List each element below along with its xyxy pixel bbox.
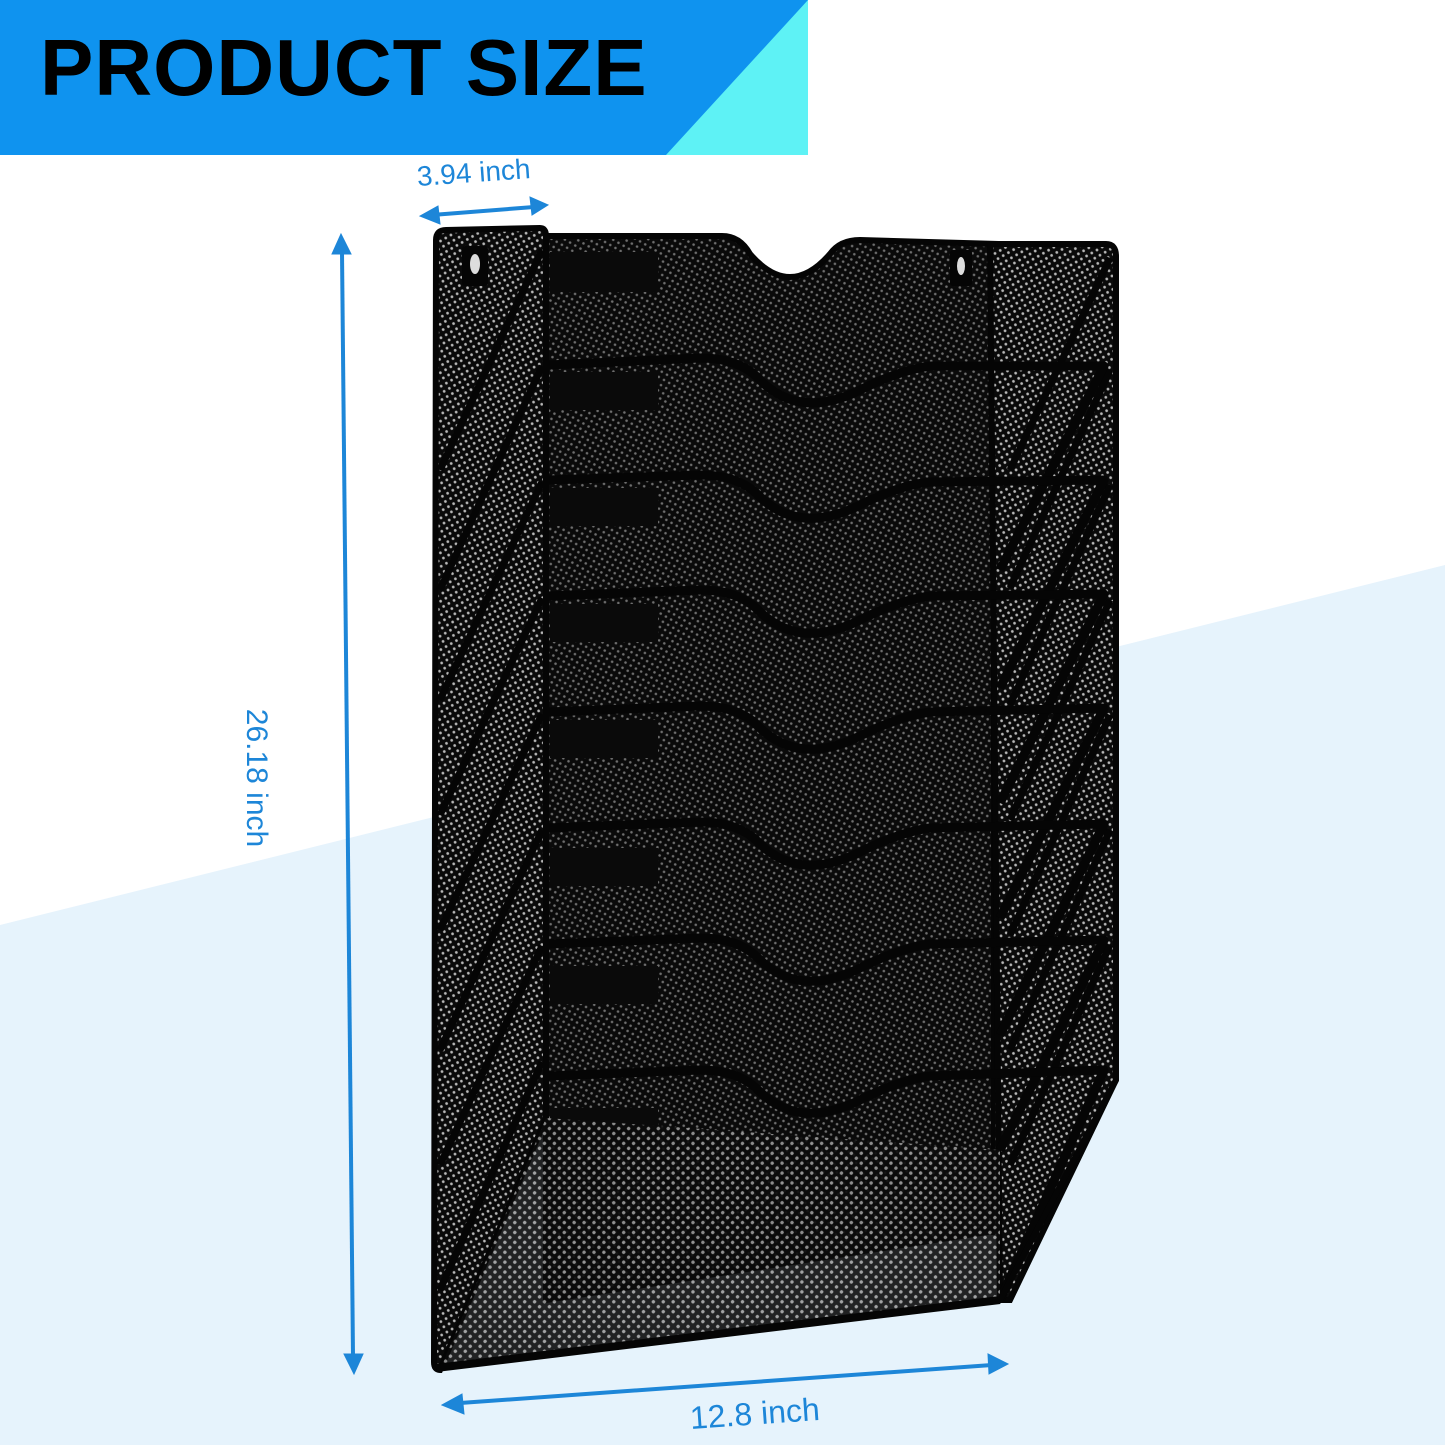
banner [0,0,808,155]
height-dimension-label: 26.18 inch [240,708,273,848]
bottom-pocket-front [435,1118,1001,1372]
banner-background [0,0,808,155]
width-dimension-label: 12.8 inch [688,1390,821,1436]
pockets [547,353,1109,1302]
frame-outline [543,236,1119,1302]
left-side-panel [430,224,549,1374]
back-panel [543,233,1003,1304]
right-side-panel [986,241,1119,1303]
banner-title: PRODUCT SIZE [40,23,648,112]
